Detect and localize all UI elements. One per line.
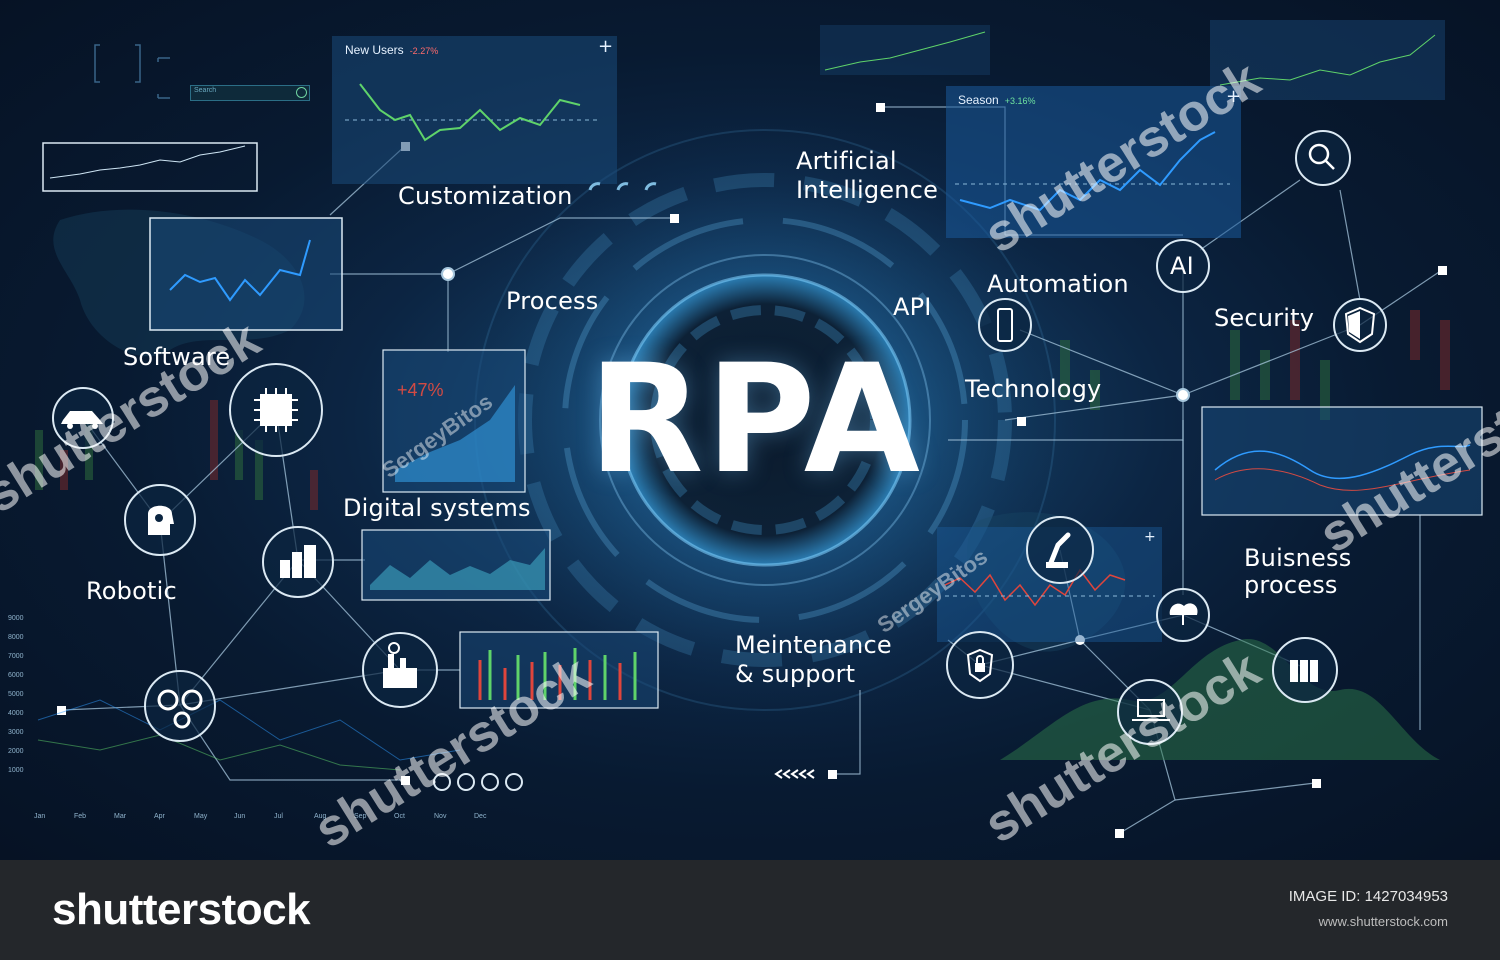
season-plus-icon: + <box>1226 86 1242 107</box>
y-tick: 5000 <box>8 691 24 698</box>
laptop-icon <box>1132 699 1170 721</box>
y-tick: 9000 <box>8 615 24 622</box>
search-icon <box>1308 143 1335 170</box>
central-rings <box>435 90 1095 750</box>
gears-icon <box>157 689 203 729</box>
season-title: Season +3.16% <box>958 93 1035 107</box>
robot-head-icon <box>148 505 174 535</box>
lock-icon <box>966 648 994 683</box>
y-tick: 8000 <box>8 634 24 641</box>
label-robotic: Robotic <box>86 577 177 605</box>
x-tick: Oct <box>394 813 405 820</box>
spinner-dots <box>588 182 657 191</box>
search-input[interactable]: Search <box>190 85 310 101</box>
bottom-area-chart <box>37 639 1440 771</box>
new-users-title: New Users -2.27% <box>345 43 438 57</box>
x-tick: Dec <box>474 813 487 820</box>
factory-building-icon <box>280 545 316 578</box>
x-tick: Jul <box>274 813 283 820</box>
x-tick: Sep <box>354 813 367 820</box>
digital-systems-panel <box>361 529 551 601</box>
search-box-icon <box>296 87 307 98</box>
label-security: Security <box>1214 304 1315 332</box>
x-tick: Jan <box>34 813 46 820</box>
season-panel <box>946 20 1445 238</box>
growth-value: +47% <box>397 380 444 400</box>
x-tick: May <box>194 813 208 820</box>
cloud-network-icon <box>1169 603 1198 625</box>
label-process: Process <box>506 287 599 315</box>
new-users-delta: -2.27% <box>409 46 439 56</box>
chevrons-left-icon <box>774 769 815 779</box>
y-tick: 2000 <box>8 748 24 755</box>
label-api: API <box>893 293 932 321</box>
chip-icon <box>254 388 298 432</box>
background-graphics <box>35 20 1483 838</box>
x-tick: Apr <box>154 813 165 820</box>
smartphone-icon <box>997 308 1013 342</box>
search-placeholder: Search <box>194 87 217 94</box>
x-tick: Nov <box>434 813 447 820</box>
label-automation: Automation <box>987 270 1129 298</box>
y-tick: 4000 <box>8 710 24 717</box>
footer-image-id: IMAGE ID: 1427034953 <box>1288 888 1448 905</box>
hero-canvas: New Users-2.27% + Season+3.16% + + +47% … <box>0 0 1500 860</box>
label-digital-systems: Digital systems <box>343 494 531 522</box>
robot-arm-icon <box>1046 532 1071 568</box>
label-technology: Technology <box>965 375 1102 403</box>
label-ai: AI <box>1170 252 1194 280</box>
junction-nodes <box>57 103 1447 838</box>
new-users-label: New Users <box>345 43 404 57</box>
candles-right <box>1060 310 1450 420</box>
season-delta: +3.16% <box>1004 96 1036 106</box>
label-software: Software <box>123 343 231 371</box>
footer-site-link[interactable]: www.shutterstock.com <box>1318 914 1448 929</box>
footer-bar <box>0 860 1500 960</box>
label-artificial-intelligence: Artificial Intelligence <box>796 147 939 204</box>
server-icon <box>1290 660 1318 682</box>
x-tick: Jun <box>234 813 246 820</box>
y-tick: 6000 <box>8 672 24 679</box>
shield-icon <box>1344 306 1376 344</box>
dial-icons <box>433 773 523 791</box>
car-icon <box>61 411 103 429</box>
factory-icon <box>383 642 417 688</box>
label-meintenance-support: Meintenance & support <box>735 631 892 688</box>
x-tick: Mar <box>114 813 127 820</box>
mini-line-panels <box>42 25 990 331</box>
y-tick: 3000 <box>8 729 24 736</box>
x-tick: Aug <box>314 813 327 820</box>
panel-plus-icon: + <box>1144 529 1156 545</box>
ui-brackets <box>94 44 170 99</box>
y-tick: 1000 <box>8 767 24 774</box>
bar-chart-panel <box>459 631 659 709</box>
business-panel <box>1201 406 1483 516</box>
label-customization: Customization <box>398 182 573 210</box>
season-label: Season <box>958 93 999 107</box>
new-users-panel <box>332 36 617 184</box>
growth-panel <box>382 349 526 493</box>
x-tick: Feb <box>74 813 87 820</box>
add-widget-plus-icon: + <box>598 36 614 57</box>
hero-title: RPA <box>588 333 922 507</box>
footer-brand-logo[interactable]: shutterstock <box>52 885 311 934</box>
label-buisness-process: Buisness process <box>1244 544 1352 599</box>
y-tick: 7000 <box>8 653 24 660</box>
